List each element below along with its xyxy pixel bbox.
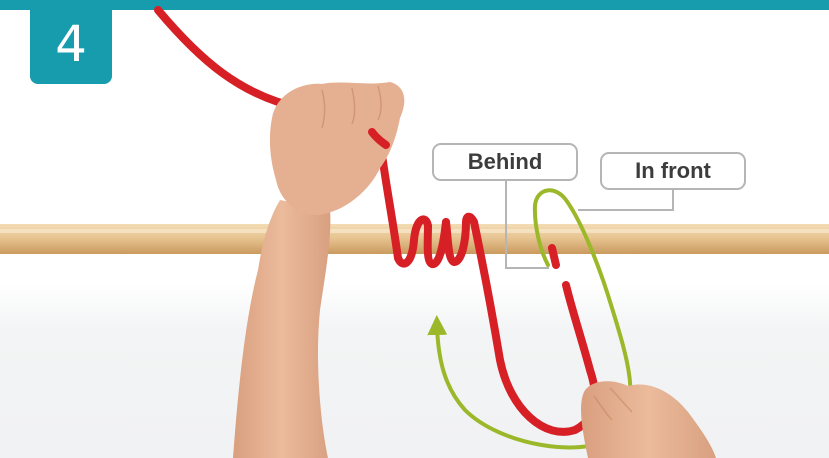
callout-connector-front [578,190,673,210]
right-hand [581,381,716,458]
callout-behind-label: Behind [432,143,578,181]
rope-upper-strand [158,10,300,108]
rope-end-behind [552,248,556,265]
callout-in-front-label: In front [600,152,746,190]
step-number-badge: 4 [30,4,112,84]
